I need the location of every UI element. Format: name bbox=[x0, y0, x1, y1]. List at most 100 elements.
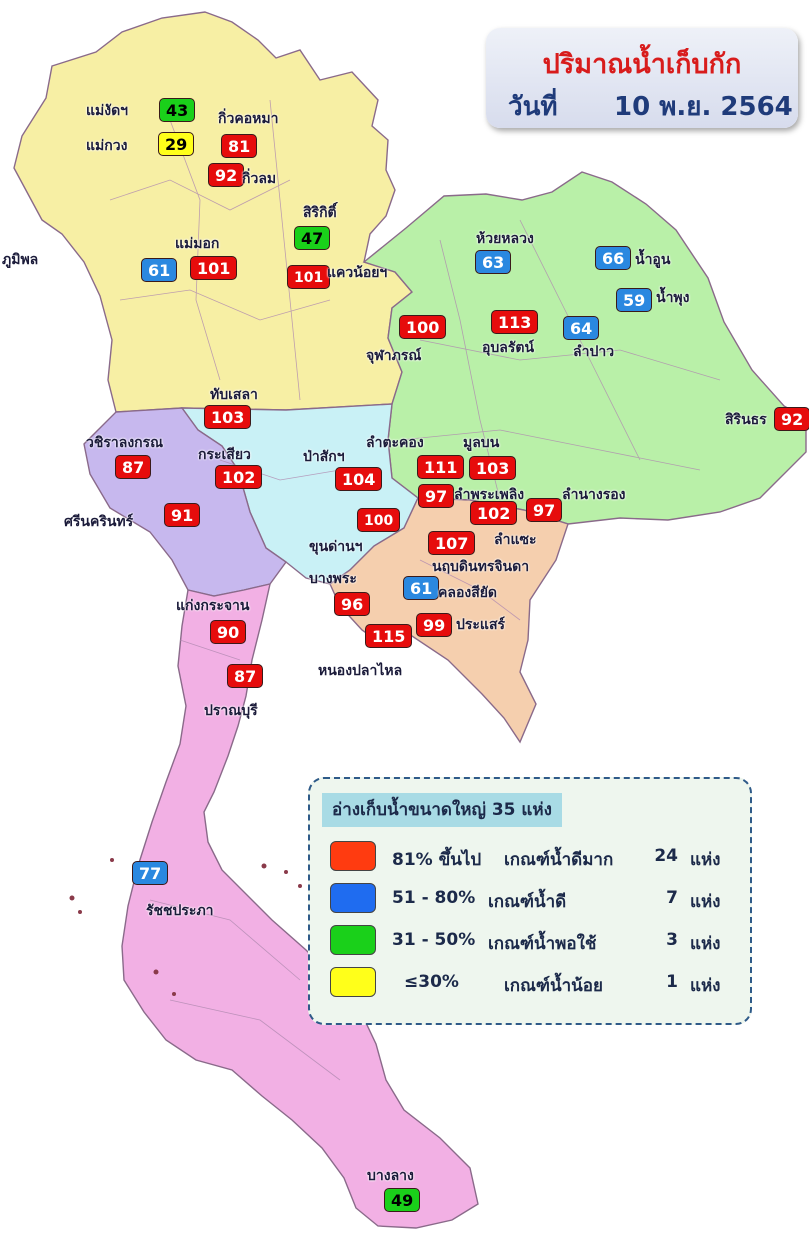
reservoir-value-badge: 47 bbox=[294, 226, 331, 250]
reservoir-value-badge: 61 bbox=[141, 258, 178, 282]
legend-unit: แห่ง bbox=[690, 850, 721, 870]
reservoir-value-badge: 97 bbox=[418, 484, 455, 508]
legend-row-fair: 31 - 50% เกณฑ์น้ำพอใช้ 3 แห่ง bbox=[330, 925, 750, 957]
reservoir-name: ลำแซะ bbox=[494, 532, 537, 548]
reservoir-name: วชิราลงกรณ bbox=[86, 435, 164, 451]
reservoir-value-badge: 102 bbox=[470, 501, 518, 525]
reservoir-name: หนองปลาไหล bbox=[318, 663, 403, 679]
legend-count: 1 bbox=[666, 972, 678, 992]
reservoir-value-badge: 101 bbox=[287, 265, 331, 289]
legend-range: 81% ขึ้นไป bbox=[392, 850, 482, 870]
islands bbox=[69, 798, 500, 996]
legend-count: 24 bbox=[654, 846, 678, 866]
reservoir-name: มูลบน bbox=[463, 435, 500, 451]
legend-row-low: ≤30% เกณฑ์น้ำน้อย 1 แห่ง bbox=[330, 967, 750, 999]
legend-criterion: เกณฑ์น้ำดีมาก bbox=[504, 850, 614, 870]
reservoir-name: รัชชประภา bbox=[146, 903, 214, 919]
reservoir-name: ภูมิพล bbox=[2, 252, 39, 268]
reservoir-name: สิริกิติ์ bbox=[303, 205, 337, 221]
reservoir-value-badge: 96 bbox=[334, 592, 371, 616]
reservoir-name: ลำพระเพลิง bbox=[454, 487, 525, 503]
reservoir-name: แม่มอก bbox=[175, 236, 220, 252]
reservoir-name: แม่งัดฯ bbox=[86, 103, 129, 119]
region-north bbox=[13, 11, 414, 413]
legend-count: 3 bbox=[666, 930, 678, 950]
map-title: ปริมาณน้ำเก็บกัก bbox=[542, 49, 742, 80]
reservoir-value-badge: 91 bbox=[164, 503, 201, 527]
legend-range: 51 - 80% bbox=[392, 888, 476, 908]
title-panel: ปริมาณน้ำเก็บกัก วันที่ 10 พ.ย. 2564 bbox=[486, 28, 798, 128]
reservoir-value-badge: 90 bbox=[210, 620, 247, 644]
legend-unit: แห่ง bbox=[690, 892, 721, 912]
reservoir-name: ศรีนครินทร์ bbox=[64, 514, 134, 530]
legend-row-very-good: 81% ขึ้นไป เกณฑ์น้ำดีมาก 24 แห่ง bbox=[330, 841, 750, 873]
legend-criterion: เกณฑ์น้ำน้อย bbox=[504, 976, 603, 996]
reservoir-name: ประแสร์ bbox=[456, 617, 506, 633]
reservoir-name: ปราณบุรี bbox=[204, 703, 258, 719]
reservoir-name: ลำนางรอง bbox=[562, 487, 626, 503]
reservoir-name: คลองสียัด bbox=[438, 585, 498, 601]
reservoir-value-badge: 107 bbox=[428, 531, 476, 555]
reservoir-value-badge: 29 bbox=[158, 132, 195, 156]
legend-criterion: เกณฑ์น้ำดี bbox=[488, 892, 567, 912]
reservoir-value-badge: 104 bbox=[335, 467, 383, 491]
reservoir-value-badge: 64 bbox=[563, 316, 600, 340]
reservoir-name: บางพระ bbox=[309, 571, 357, 587]
reservoir-name: บางลาง bbox=[367, 1168, 414, 1184]
legend-row-good: 51 - 80% เกณฑ์น้ำดี 7 แห่ง bbox=[330, 883, 750, 915]
reservoir-name: ป่าสักฯ bbox=[303, 449, 345, 465]
reservoir-value-badge: 59 bbox=[616, 288, 653, 312]
reservoir-value-badge: 43 bbox=[159, 98, 196, 122]
reservoir-value-badge: 115 bbox=[365, 624, 413, 648]
date-value: 10 พ.ย. 2564 bbox=[614, 92, 793, 122]
reservoir-name: แม่กวง bbox=[86, 138, 128, 154]
reservoir-name: ขุนด่านฯ bbox=[309, 539, 363, 555]
region-northeast bbox=[362, 171, 807, 525]
legend-swatch-green bbox=[330, 925, 376, 955]
reservoir-name: น้ำอูน bbox=[635, 252, 671, 268]
reservoir-name: แควน้อยฯ bbox=[327, 265, 388, 281]
reservoir-value-badge: 87 bbox=[115, 455, 152, 479]
reservoir-name: กระเสียว bbox=[198, 447, 251, 463]
reservoir-name: ทับเสลา bbox=[210, 387, 258, 403]
reservoir-value-badge: 103 bbox=[469, 456, 517, 480]
reservoir-name: ห้วยหลวง bbox=[476, 231, 534, 247]
reservoir-value-badge: 92 bbox=[774, 407, 809, 431]
legend-unit: แห่ง bbox=[690, 976, 721, 996]
reservoir-value-badge: 100 bbox=[357, 508, 401, 532]
legend-criterion: เกณฑ์น้ำพอใช้ bbox=[488, 934, 597, 954]
reservoir-name: ลำตะคอง bbox=[366, 435, 424, 451]
reservoir-value-badge: 99 bbox=[416, 613, 453, 637]
region-south bbox=[121, 583, 479, 1229]
reservoir-value-badge: 49 bbox=[384, 1188, 421, 1212]
legend-range: 31 - 50% bbox=[392, 930, 476, 950]
reservoir-value-badge: 81 bbox=[221, 134, 258, 158]
legend-count: 7 bbox=[666, 888, 678, 908]
date-label: วันที่ bbox=[508, 92, 558, 122]
reservoir-value-badge: 92 bbox=[208, 163, 245, 187]
reservoir-value-badge: 97 bbox=[526, 498, 563, 522]
reservoir-name: กิ่วลม bbox=[242, 171, 277, 187]
reservoir-value-badge: 87 bbox=[227, 664, 264, 688]
reservoir-value-badge: 113 bbox=[491, 310, 539, 334]
reservoir-value-badge: 101 bbox=[190, 256, 238, 280]
legend-unit: แห่ง bbox=[690, 934, 721, 954]
legend-title: อ่างเก็บน้ำขนาดใหญ่ 35 แห่ง bbox=[322, 793, 562, 827]
reservoir-name: ลำปาว bbox=[573, 344, 615, 360]
reservoir-name: กิ่วคอหมา bbox=[218, 111, 279, 127]
reservoir-name: แก่งกระจาน bbox=[176, 598, 250, 614]
reservoir-value-badge: 77 bbox=[132, 861, 169, 885]
reservoir-value-badge: 100 bbox=[399, 315, 447, 339]
legend-range: ≤30% bbox=[404, 972, 459, 992]
legend-swatch-yellow bbox=[330, 967, 376, 997]
reservoir-value-badge: 66 bbox=[595, 246, 632, 270]
legend-swatch-red bbox=[330, 841, 376, 871]
reservoir-name: จุฬาภรณ์ bbox=[366, 348, 422, 364]
reservoir-value-badge: 102 bbox=[215, 465, 263, 489]
reservoir-value-badge: 111 bbox=[417, 455, 465, 479]
reservoir-name: สิรินธร bbox=[725, 412, 767, 428]
reservoir-value-badge: 61 bbox=[403, 576, 440, 600]
reservoir-name: น้ำพุง bbox=[656, 290, 690, 306]
legend-swatch-blue bbox=[330, 883, 376, 913]
reservoir-name: นฤบดินทรจินดา bbox=[432, 559, 530, 575]
